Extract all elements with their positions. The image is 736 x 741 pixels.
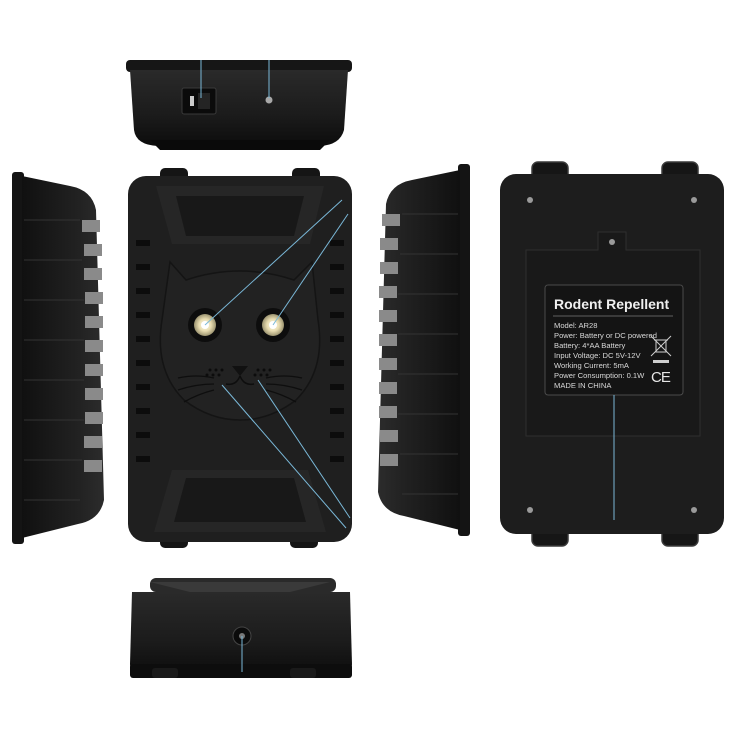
spec-battery: Battery: 4*AA Battery — [554, 341, 626, 350]
screw-icon — [691, 507, 697, 513]
ce-mark-icon: CE — [651, 369, 671, 386]
screw-icon — [527, 507, 533, 513]
crossed-out-bin-icon — [650, 335, 672, 363]
front-view — [128, 168, 352, 548]
spec-working-current: Working Current: 5mA — [554, 361, 629, 370]
left-side-view — [12, 172, 104, 544]
speaker-grille-icon — [205, 368, 272, 377]
label-title: Rodent Repellent — [554, 296, 670, 312]
spec-model: Model: AR28 — [554, 321, 598, 330]
right-side-view — [378, 164, 470, 536]
screw-icon — [527, 197, 533, 203]
spec-origin: MADE IN CHINA — [554, 381, 612, 390]
screw-icon — [691, 197, 697, 203]
top-view — [126, 60, 352, 150]
indicator-light-icon — [265, 96, 273, 104]
spec-power: Power: Battery or DC powered — [554, 331, 657, 340]
bottom-view — [130, 578, 352, 678]
spec-input-voltage: Input Voltage: DC 5V-12V — [554, 351, 641, 360]
spec-power-consumption: Power Consumption: 0.1W — [554, 371, 645, 380]
cat-face-icon — [159, 260, 321, 421]
back-view — [500, 161, 724, 547]
cat-nose-icon — [232, 366, 248, 376]
